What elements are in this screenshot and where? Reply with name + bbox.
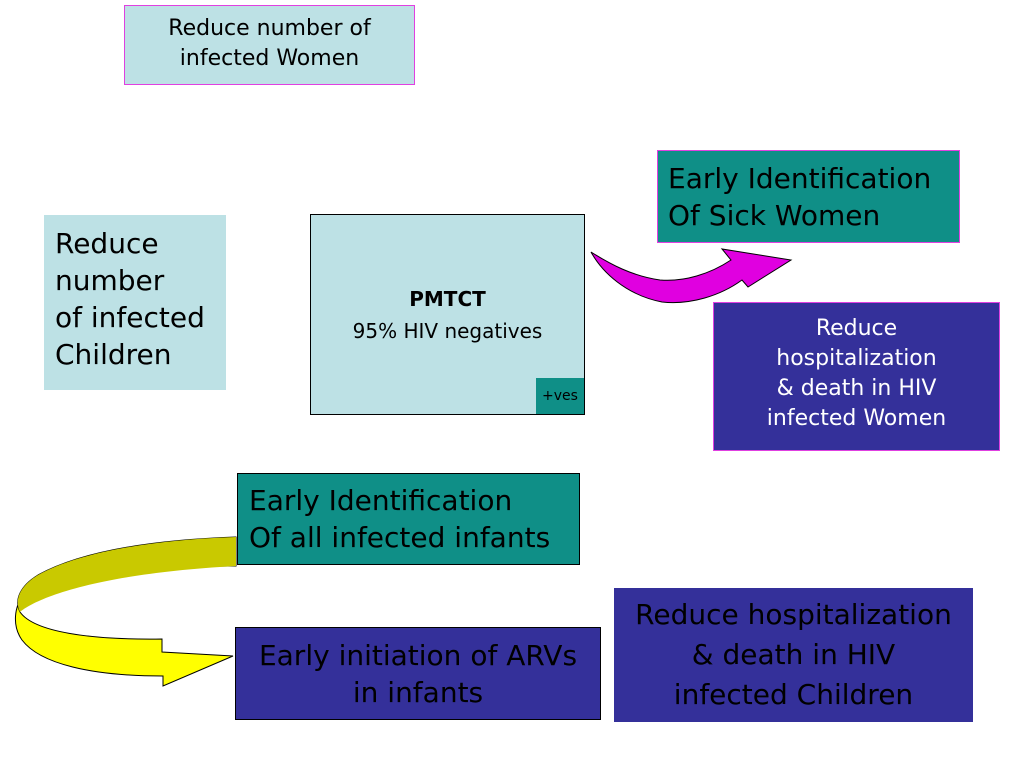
hosp-women-line-4: infected Women bbox=[766, 406, 947, 431]
arvs-line-2: in infants bbox=[352, 676, 484, 709]
reduce-infected-women-box: Reduce number of infected Women bbox=[124, 5, 415, 85]
reduce-hospitalization-children-box: Reduce hospitalization & death in HIV in… bbox=[614, 588, 973, 722]
pmtct-title: PMTCT bbox=[409, 287, 486, 311]
early-infants-line-2: Of all infected infants bbox=[249, 521, 551, 554]
reduce-children-line-4: Children bbox=[55, 338, 172, 371]
sick-women-line-1: Early Identification bbox=[668, 162, 932, 195]
pmtct-box: PMTCT 95% HIV negatives +ves bbox=[310, 214, 585, 415]
early-identification-infants-box: Early Identification Of all infected inf… bbox=[237, 473, 580, 565]
hosp-children-line-3: infected Children bbox=[673, 678, 914, 711]
reduce-children-line-3: of infected bbox=[55, 301, 205, 334]
early-identification-sick-women-box: Early Identification Of Sick Women bbox=[657, 150, 960, 243]
hosp-women-line-2: hospitalization bbox=[776, 346, 937, 371]
early-initiation-arvs-box: Early initiation of ARVs in infants bbox=[235, 627, 601, 720]
positives-badge: +ves bbox=[536, 378, 584, 414]
reduce-children-line-2: number bbox=[55, 264, 165, 297]
sick-women-line-2: Of Sick Women bbox=[668, 199, 881, 232]
top-box-line-2: infected Women bbox=[179, 46, 360, 71]
arvs-line-1: Early initiation of ARVs bbox=[258, 639, 578, 672]
reduce-infected-children-box: Reduce number of infected Children bbox=[44, 215, 226, 390]
early-infants-line-1: Early Identification bbox=[249, 484, 513, 517]
hosp-children-line-2: & death in HIV bbox=[691, 638, 896, 671]
hosp-women-line-3: & death in HIV bbox=[776, 376, 937, 401]
reduce-children-line-1: Reduce bbox=[55, 227, 159, 260]
hosp-women-line-1: Reduce bbox=[815, 316, 898, 341]
reduce-hospitalization-women-box: Reduce hospitalization & death in HIV in… bbox=[713, 302, 1000, 451]
pmtct-subtitle: 95% HIV negatives bbox=[352, 319, 543, 343]
hosp-children-line-1: Reduce hospitalization bbox=[635, 598, 952, 631]
top-box-line-1: Reduce number of bbox=[168, 16, 371, 41]
